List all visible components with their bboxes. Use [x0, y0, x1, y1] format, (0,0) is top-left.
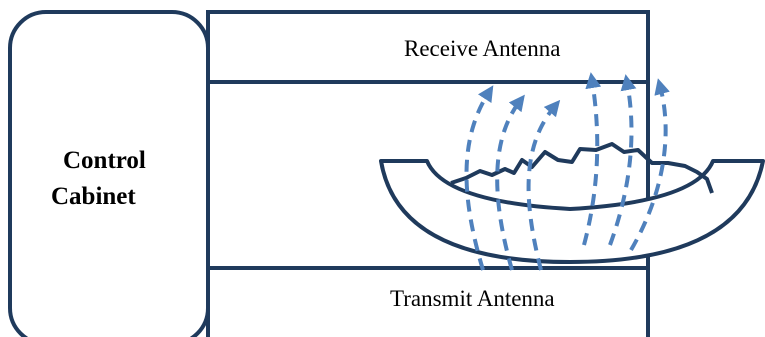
- field-line-6: [629, 78, 670, 252]
- transmit-antenna-label: Transmit Antenna: [390, 286, 555, 311]
- receive-antenna-box: [206, 10, 650, 84]
- field-line-4: [582, 72, 602, 246]
- container-dish: [379, 159, 765, 264]
- material-surface: [450, 142, 714, 194]
- field-line-1: [464, 85, 494, 271]
- control-cabinet-label-line1: Control: [63, 147, 146, 174]
- field-line-5: [608, 74, 637, 246]
- field-line-2: [495, 94, 525, 271]
- transmit-antenna-box: [206, 266, 650, 337]
- field-lines: [464, 72, 670, 271]
- control-cabinet-label-line2: Cabinet: [51, 183, 136, 210]
- field-line-3: [526, 99, 561, 271]
- receive-antenna-label: Receive Antenna: [404, 36, 561, 61]
